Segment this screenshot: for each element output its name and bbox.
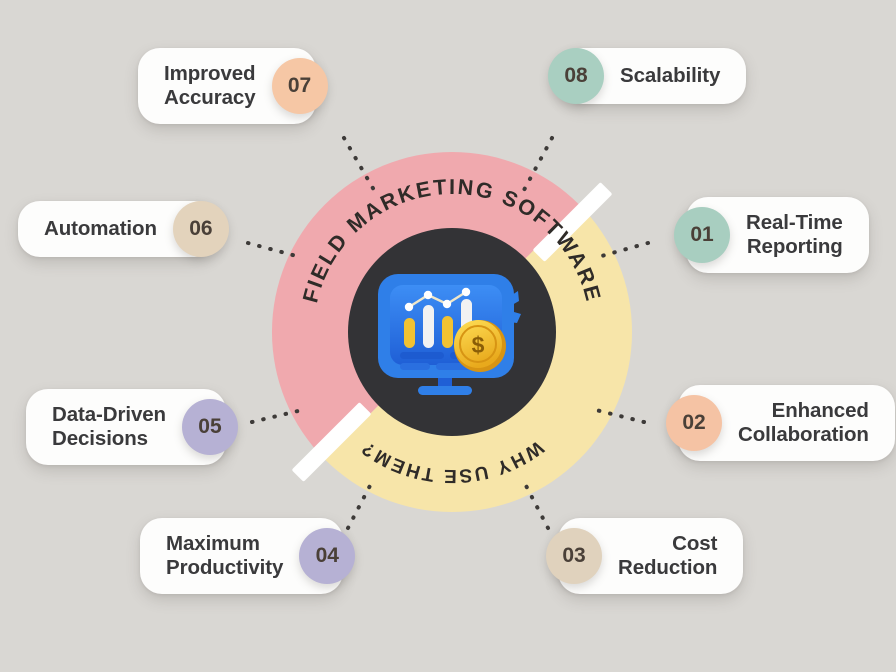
item-label: Enhanced Collaboration: [738, 399, 869, 446]
center-wheel: FIELD MARKETING SOFTWARE WHY USE THEM?: [268, 148, 636, 516]
item-card[interactable]: Real-Time Reporting: [686, 197, 869, 273]
item-enhanced-collaboration[interactable]: Enhanced Collaboration 02: [666, 385, 895, 461]
item-label: Maximum Productivity: [166, 532, 284, 579]
item-number-badge: 07: [271, 57, 328, 114]
item-automation[interactable]: Automation 06: [18, 201, 229, 257]
item-number-badge: 05: [181, 398, 238, 455]
item-number-badge: 06: [172, 201, 229, 257]
item-number-badge: 02: [666, 394, 722, 451]
item-label: Data-Driven Decisions: [52, 403, 166, 450]
item-maximum-productivity[interactable]: Maximum Productivity 04: [140, 518, 356, 594]
center-hub: [348, 228, 556, 436]
item-number-badge: 01: [674, 206, 730, 263]
item-label: Cost Reduction: [618, 532, 718, 579]
item-label: Automation: [44, 217, 157, 240]
item-card[interactable]: Enhanced Collaboration: [678, 385, 895, 461]
item-improved-accuracy[interactable]: Improved Accuracy 07: [138, 48, 328, 124]
item-number-badge: 04: [299, 527, 356, 584]
item-scalability[interactable]: Scalability 08: [548, 48, 747, 104]
item-label: Improved Accuracy: [164, 62, 256, 109]
item-label: Scalability: [620, 64, 721, 87]
item-label: Real-Time Reporting: [746, 211, 843, 258]
ring-divider: [292, 182, 612, 482]
item-cost-reduction[interactable]: Cost Reduction 03: [546, 518, 744, 594]
item-real-time-reporting[interactable]: Real-Time Reporting 01: [674, 197, 869, 273]
item-number-badge: 03: [546, 527, 602, 584]
item-card[interactable]: Data-Driven Decisions: [26, 389, 226, 465]
item-number-badge: 08: [548, 48, 604, 104]
item-data-driven-decisions[interactable]: Data-Driven Decisions 05: [26, 389, 238, 465]
